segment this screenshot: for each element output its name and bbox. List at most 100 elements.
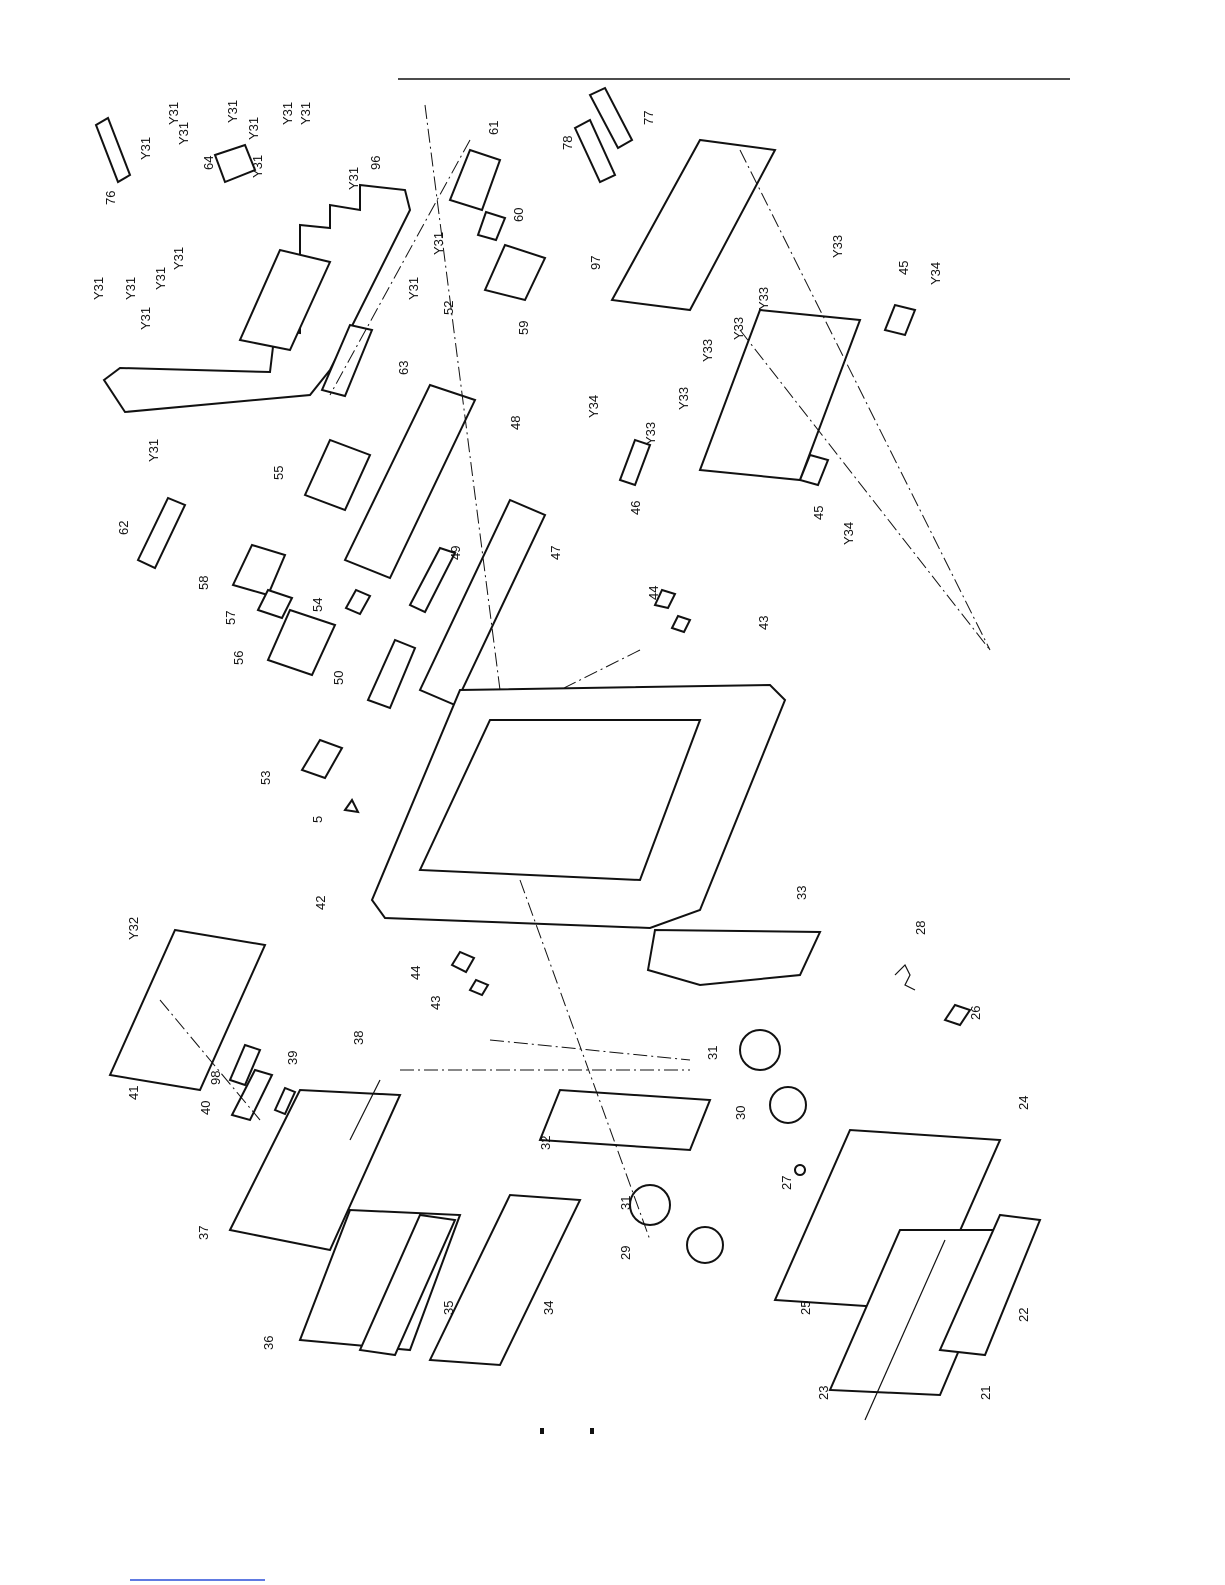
- part-31-knob-holder-b: [630, 1185, 670, 1225]
- callout-y33: Y33: [830, 235, 845, 258]
- callout-y31: Y31: [406, 277, 421, 300]
- callout-29: 29: [618, 1246, 633, 1260]
- callout-y31: Y31: [250, 155, 265, 178]
- callout-50: 50: [331, 671, 346, 685]
- callout-64: 64: [201, 156, 216, 170]
- callout-y31: Y31: [123, 277, 138, 300]
- callout-53: 53: [258, 771, 273, 785]
- part-27-screw: [795, 1165, 805, 1175]
- callout-25: 25: [798, 1301, 813, 1315]
- part-58-comb: [233, 545, 285, 595]
- callout-41: 41: [126, 1086, 141, 1100]
- part-97-plate: [612, 140, 775, 310]
- part-96-rear-bracket: [104, 185, 410, 412]
- callout-30: 30: [733, 1106, 748, 1120]
- callout-21: 21: [978, 1386, 993, 1400]
- part-61-comb: [450, 150, 500, 210]
- part-31-knob-holder-a: [740, 1030, 780, 1070]
- callout-27: 27: [779, 1176, 794, 1190]
- callout-96: 96: [368, 156, 383, 170]
- callout-y31: Y31: [138, 307, 153, 330]
- callout-32: 32: [538, 1136, 553, 1150]
- callout-37: 37: [196, 1226, 211, 1240]
- part-62-slider: [138, 498, 185, 568]
- callout-63: 63: [396, 361, 411, 375]
- callout-y31: Y31: [153, 267, 168, 290]
- callout-43: 43: [428, 996, 443, 1010]
- callout-y31: Y31: [146, 439, 161, 462]
- callout-y31: Y31: [171, 247, 186, 270]
- callout-78: 78: [560, 136, 575, 150]
- callout-y31: Y31: [138, 137, 153, 160]
- part-64-bracket: [215, 145, 255, 182]
- callout-31: 31: [705, 1046, 720, 1060]
- assembly-line: [520, 880, 650, 1240]
- callout-46: 46: [628, 501, 643, 515]
- callout-y31: Y31: [166, 102, 181, 125]
- callout-y33: Y33: [700, 339, 715, 362]
- callout-y31: Y31: [346, 167, 361, 190]
- callout-98: 98: [208, 1071, 223, 1085]
- callout-58: 58: [196, 576, 211, 590]
- part-43-nut-right: [672, 616, 690, 632]
- scan-mark: [590, 1428, 594, 1434]
- callout-42: 42: [313, 896, 328, 910]
- part-28-spring: [895, 965, 915, 990]
- callout-47: 47: [548, 546, 563, 560]
- part-5-small: [345, 800, 358, 812]
- callout-76: 76: [103, 191, 118, 205]
- callout-35: 35: [441, 1301, 456, 1315]
- callout-45: 45: [896, 261, 911, 275]
- callout-43: 43: [756, 616, 771, 630]
- callout-38: 38: [351, 1031, 366, 1045]
- assembly-line: [490, 1040, 690, 1060]
- assembly-line: [560, 650, 640, 690]
- callout-34: 34: [541, 1301, 556, 1315]
- callout-56: 56: [231, 651, 246, 665]
- callout-44: 44: [408, 966, 423, 980]
- callout-44: 44: [646, 586, 661, 600]
- callout-y31: Y31: [280, 102, 295, 125]
- scan-mark: [540, 1428, 544, 1434]
- part-47-guide-rail: [420, 500, 545, 705]
- part-59-comb: [485, 245, 545, 300]
- callout-59: 59: [516, 321, 531, 335]
- part-46-plate: [620, 440, 650, 485]
- callout-y33: Y33: [756, 287, 771, 310]
- part-56-comb: [268, 610, 335, 675]
- part-54-clip: [346, 590, 370, 614]
- part-45-plate-top: [885, 305, 915, 335]
- part-60-clip: [478, 212, 505, 240]
- callout-y32: Y32: [126, 917, 141, 940]
- callout-97: 97: [588, 256, 603, 270]
- callout-y33: Y33: [731, 317, 746, 340]
- assembly-line: [740, 330, 990, 650]
- callout-y33: Y33: [643, 422, 658, 445]
- callout-y31: Y31: [225, 100, 240, 123]
- part-53-mount: [302, 740, 342, 778]
- callout-57: 57: [223, 611, 238, 625]
- callout-23: 23: [816, 1386, 831, 1400]
- part-44-clip-left: [452, 952, 474, 972]
- callout-y34: Y34: [841, 522, 856, 545]
- callout-55: 55: [271, 466, 286, 480]
- callout-y34: Y34: [586, 395, 601, 418]
- parts-layer: [96, 88, 1040, 1420]
- callout-49: 49: [448, 546, 463, 560]
- callout-y31: Y31: [246, 117, 261, 140]
- callout-22: 22: [1016, 1308, 1031, 1322]
- part-50-bracket: [368, 640, 415, 708]
- callout-40: 40: [198, 1101, 213, 1115]
- callout-31: 31: [618, 1196, 633, 1210]
- part-43-nut-left: [470, 980, 488, 995]
- part-26-tab: [945, 1005, 970, 1025]
- callout-y31: Y31: [176, 122, 191, 145]
- callout-y31: Y31: [431, 232, 446, 255]
- part-55-guide: [305, 440, 370, 510]
- callout-y34: Y34: [928, 262, 943, 285]
- callout-61: 61: [486, 121, 501, 135]
- callout-54: 54: [310, 598, 325, 612]
- callout-5: 5: [310, 816, 325, 823]
- callout-24: 24: [1016, 1096, 1031, 1110]
